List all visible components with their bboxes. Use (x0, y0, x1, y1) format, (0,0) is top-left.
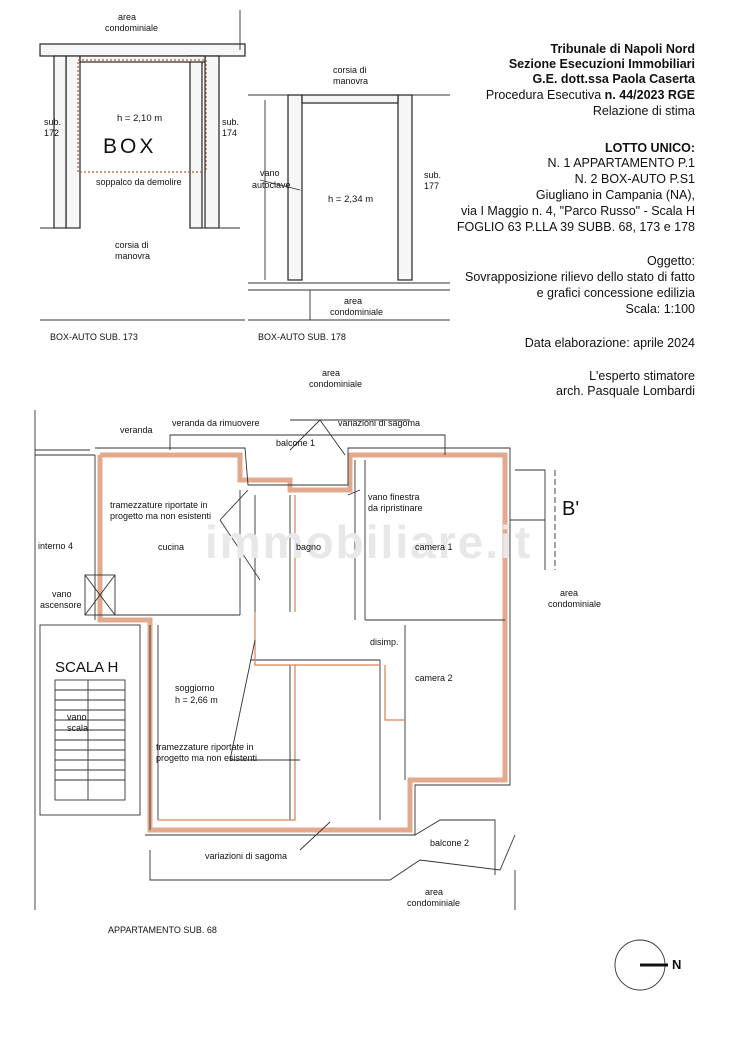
apartment-drawing (34, 410, 556, 910)
apt-area-top-1: area (322, 368, 341, 378)
apt-vano-ascensore-2: ascensore (40, 600, 82, 610)
box178-caption: BOX-AUTO SUB. 178 (258, 332, 346, 342)
apt-disimpegno: disimp. (370, 637, 399, 647)
box173-sub-left-1: sub. (44, 117, 62, 127)
lotto-line-3: Giugliano in Campania (NA), (535, 188, 695, 202)
apt-tramezzature-2-line2: progetto ma non esistenti (156, 753, 258, 763)
sezione-title: Sezione Esecuzioni Immobiliari (508, 57, 695, 71)
esperto-name: arch. Pasquale Lombardi (556, 384, 695, 398)
box173-corsia-1: corsia di (115, 240, 149, 250)
apt-variazioni-bottom: variazioni di sagoma (205, 851, 288, 861)
apt-tramezzature-1-line2: progetto ma non esistenti (110, 511, 212, 521)
box173-sub-right-1: sub. (222, 117, 240, 127)
oggetto-title: Oggetto: (647, 254, 695, 268)
apt-bagno: bagno (296, 542, 322, 552)
box178-corsia-2: manovra (333, 76, 369, 86)
apt-tramezzature-1-line1: tramezzature riportate in (110, 500, 208, 510)
data-elaborazione: Data elaborazione: aprile 2024 (524, 336, 695, 350)
lotto-line-4: via I Maggio n. 4, "Parco Russo" - Scala… (461, 204, 695, 218)
apt-section-b-prime: B' (562, 498, 580, 520)
apt-area-bottom-1: area (425, 887, 444, 897)
box178-sub-1: sub. (424, 170, 442, 180)
box173-soppalco: soppalco da demolire (96, 177, 182, 187)
apt-area-top-2: condominiale (309, 379, 363, 389)
apt-vano-finestra-2: da ripristinare (368, 503, 423, 513)
apt-balcone-1: balcone 1 (276, 438, 316, 448)
box173-height: h = 2,10 m (117, 113, 163, 124)
apt-veranda-rimuovere: veranda da rimuovere (172, 418, 260, 428)
apt-tramezzature-2-line1: tramezzature riportate in (156, 742, 254, 752)
box178-area-2: condominiale (330, 307, 384, 317)
relazione-line: Relazione di stima (592, 104, 695, 118)
box173-caption: BOX-AUTO SUB. 173 (50, 332, 138, 342)
north-arrow-drawing (614, 939, 668, 991)
apt-area-right-1: area (560, 588, 579, 598)
apt-soggiorno-height: h = 2,66 m (175, 695, 218, 705)
apt-camera-2: camera 2 (415, 673, 453, 683)
apt-area-right-2: condominiale (548, 599, 602, 609)
watermark: immobiliare.it (205, 516, 533, 568)
apt-caption: APPARTAMENTO SUB. 68 (108, 925, 217, 935)
box173-sub-left-2: 172 (44, 128, 60, 138)
giudice-name: G.E. dott.ssa Paola Caserta (532, 72, 695, 86)
box173-corsia-2: manovra (115, 251, 151, 261)
box-173-drawing (39, 10, 246, 321)
box173-area-label-2: condominiale (105, 23, 159, 33)
box178-height: h = 2,34 m (328, 194, 374, 205)
apt-vano-scala-2: scala (67, 723, 89, 733)
apt-area-bottom-2: condominiale (407, 898, 461, 908)
box178-vano-1: vano (260, 168, 280, 178)
box173-sub-right-2: 174 (222, 128, 238, 138)
apt-cucina: cucina (158, 542, 185, 552)
apt-vano-scala-1: vano (67, 712, 87, 722)
lotto-line-1: N. 1 APPARTAMENTO P.1 (547, 156, 695, 170)
box178-area-1: area (344, 296, 363, 306)
apt-soggiorno: soggiorno (175, 683, 215, 693)
apt-variazioni-top: variazioni di sagoma (338, 418, 421, 428)
apt-vano-ascensore-1: vano (52, 589, 72, 599)
box178-sub-2: 177 (424, 181, 440, 191)
apt-camera-1: camera 1 (415, 542, 453, 552)
oggetto-line-2: e grafici concessione edilizia (536, 286, 695, 300)
apt-veranda: veranda (120, 425, 153, 435)
lotto-line-5: FOGLIO 63 P.LLA 39 SUBB. 68, 173 e 178 (456, 220, 695, 234)
procedura-line: Procedura Esecutiva n. 44/2023 RGE (485, 88, 695, 102)
lotto-line-2: N. 2 BOX-AUTO P.S1 (574, 172, 695, 186)
lotto-title: LOTTO UNICO: (604, 141, 695, 155)
apt-interno-4: interno 4 (38, 541, 74, 551)
esperto-title: L'esperto stimatore (589, 369, 695, 383)
oggetto-line-1: Sovrapposizione rilievo dello stato di f… (465, 270, 695, 284)
box173-box-label: BOX (103, 135, 157, 158)
box178-corsia-1: corsia di (333, 65, 367, 75)
tribunale-title: Tribunale di Napoli Nord (550, 42, 695, 56)
box173-area-label-1: area (118, 12, 137, 22)
apt-vano-finestra-1: vano finestra (368, 492, 420, 502)
apt-balcone-2: balcone 2 (430, 838, 470, 848)
box178-vano-2: autoclave (252, 180, 291, 190)
apt-scala-h: SCALA H (55, 659, 119, 676)
north-label: N (672, 957, 682, 972)
scala-line: Scala: 1:100 (625, 302, 696, 316)
box-178-drawing (248, 94, 450, 321)
